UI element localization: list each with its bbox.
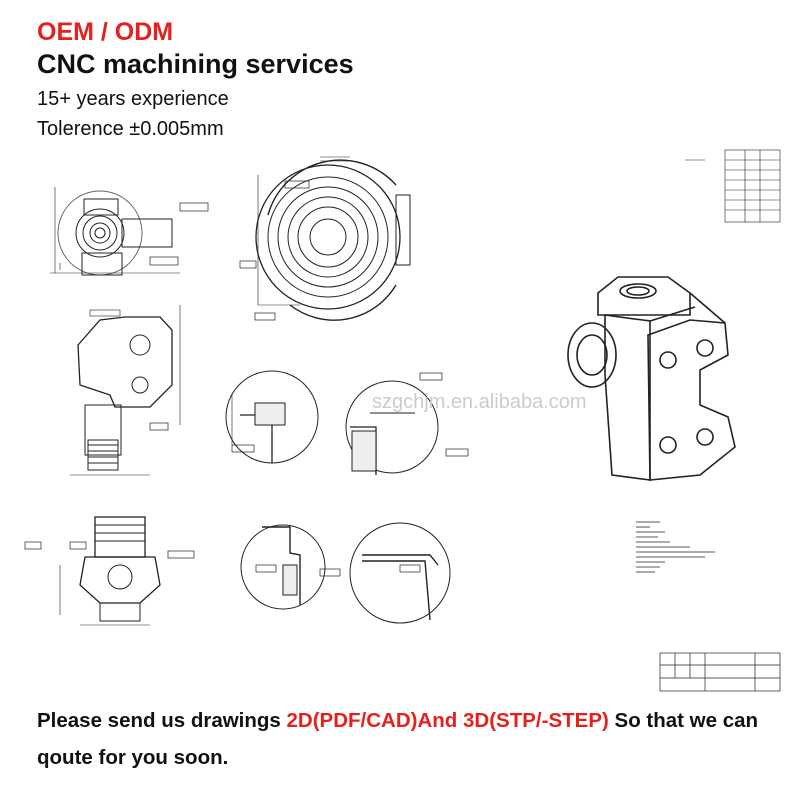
detail-view-3 [240,524,341,610]
section-view-drawing [70,305,181,476]
header-tolerance: Tolerence ±0.005mm [37,118,224,140]
watermark: szgchjm.en.alibaba.com [372,391,587,413]
technical-drawing-sheet: szgchjm.en.alibaba.com [24,149,781,692]
footer-part-1: Please send us drawings [37,709,287,732]
front-view-drawing [50,187,209,276]
flange-view-drawing [239,156,411,321]
detail-view-1 [225,370,319,464]
footer-file-formats: 2D(PDF/CAD)And 3D(STP/-STEP) [286,709,609,732]
isometric-part-3d [567,276,736,481]
spec-table [685,149,781,223]
header-cnc-services: CNC machining services [37,49,354,79]
detail-view-2 [345,372,469,475]
footer-part-3: So that we can qoute for you soon. [37,709,759,769]
header-experience: 15+ years experience [37,88,229,110]
header-oem-odm: OEM / ODM [37,18,174,46]
detail-view-4 [349,522,451,624]
section-view-2-drawing [24,516,195,626]
drawing-notes [636,521,715,573]
footer-message: Please send us drawings 2D(PDF/CAD)And 3… [37,702,777,776]
title-block [659,652,781,692]
